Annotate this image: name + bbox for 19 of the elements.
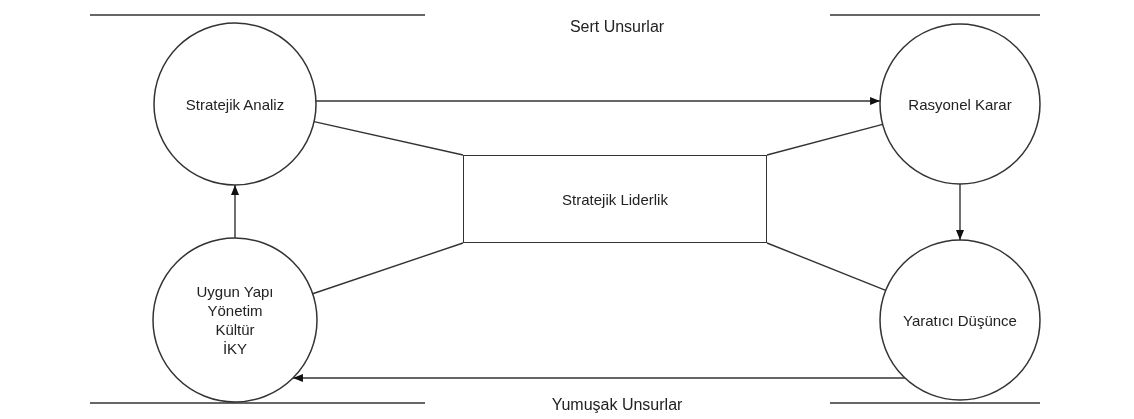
node-label: Rasyonel Karar [908, 94, 1012, 114]
arrow [315, 97, 881, 105]
connector-line [312, 242, 464, 295]
node-label: İKY [222, 339, 248, 358]
node-label: Stratejik Analiz [185, 94, 285, 114]
node-label: Yönetim [207, 301, 263, 320]
arrow [956, 183, 964, 241]
node-label: Yaratıcı Düşünce [903, 310, 1017, 330]
section-heading: Yumuşak Unsurlar [551, 396, 683, 414]
node-label: Stratejik Liderlik [562, 189, 668, 209]
section-heading: Sert Unsurlar [569, 18, 665, 36]
connector-line [766, 123, 884, 156]
connector-line [766, 242, 887, 292]
node-label: Uygun Yapı [196, 282, 274, 301]
node-label: Kültür [215, 320, 255, 339]
arrow [231, 184, 239, 239]
process-box [463, 155, 767, 243]
arrow [292, 374, 906, 382]
connector-line [313, 121, 464, 156]
